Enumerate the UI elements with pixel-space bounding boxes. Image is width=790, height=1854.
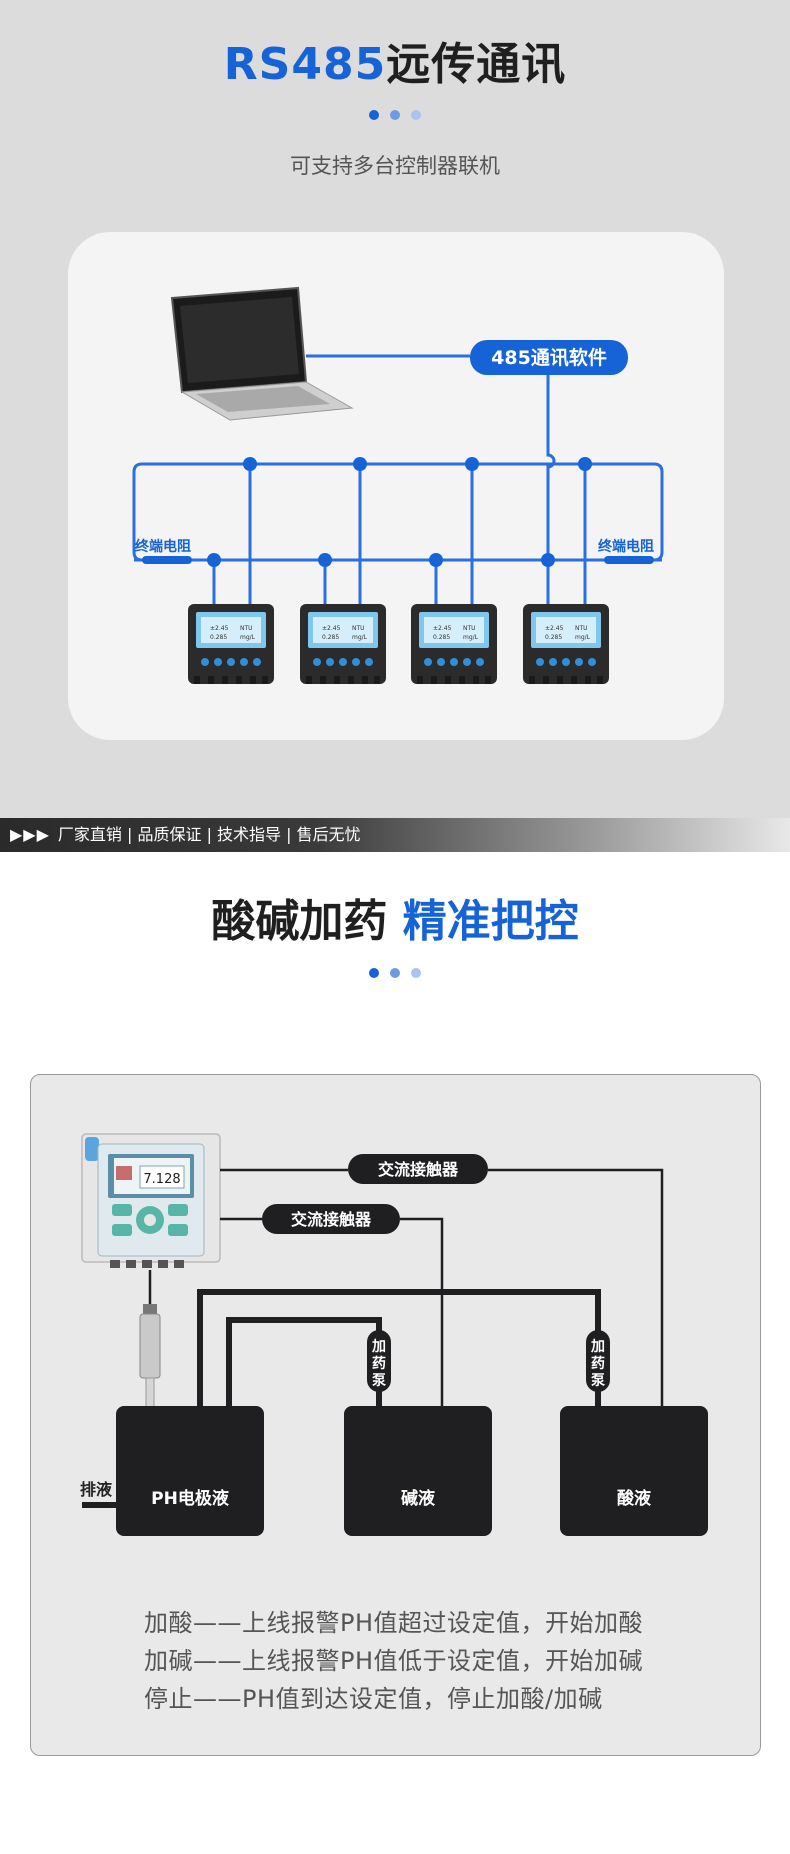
drain-label: 排液: [80, 1480, 113, 1499]
dot-2: [390, 968, 400, 978]
pump-right-label-2: 药: [591, 1355, 605, 1372]
svg-text:NTU: NTU: [352, 625, 365, 632]
rule-line-3: 停止——PH值到达设定值，停止加酸/加碱: [144, 1685, 603, 1713]
tank-ph: [116, 1406, 264, 1536]
svg-text:0.285: 0.285: [545, 634, 562, 641]
svg-text:±2.45: ±2.45: [545, 625, 564, 632]
svg-text:NTU: NTU: [240, 625, 253, 632]
svg-text:mg/L: mg/L: [240, 634, 256, 641]
contactor-top-label: 交流接触器: [378, 1160, 459, 1179]
contactor-mid-label: 交流接触器: [291, 1210, 372, 1229]
ph-controller: 7.128: [81, 1133, 221, 1268]
banner-arrows-icon: ▶▶▶: [10, 825, 50, 844]
svg-text:0.285: 0.285: [210, 634, 227, 641]
title-blue-part: 精准把控: [402, 896, 579, 947]
tank-ph-label: PH电极液: [151, 1488, 229, 1509]
pump-right-label: 加: [590, 1339, 605, 1355]
dot-3: [411, 110, 421, 120]
dot-3: [411, 968, 421, 978]
pump-left-label-2: 药: [372, 1355, 386, 1372]
dosing-diagram: 7.128 交流接触: [80, 1133, 708, 1536]
svg-text:±2.45: ±2.45: [322, 625, 341, 632]
title-dark-part: 远传通讯: [386, 39, 567, 90]
rs485-subtitle: 可支持多台控制器联机: [290, 154, 500, 178]
rule-line-2: 加碱——上线报警PH值低于设定值，开始加碱: [144, 1647, 644, 1675]
pager-dots: [0, 110, 790, 120]
meter-2: ±2.45 NTU 0.285 mg/L: [300, 604, 386, 684]
meter-1: ±2.45 NTU 0.285 mg/L: [188, 604, 274, 684]
dosing-title: 酸碱加药 精准把控: [0, 885, 790, 949]
svg-text:mg/L: mg/L: [463, 634, 479, 641]
pump-left-label-3: 泵: [372, 1373, 386, 1389]
pager-dots-2: [0, 968, 790, 978]
svg-text:0.285: 0.285: [322, 634, 339, 641]
tank-base-label: 碱液: [401, 1488, 435, 1509]
service-banner: ▶▶▶ 厂家直销 | 品质保证 | 技术指导 | 售后无忧: [0, 818, 790, 852]
pump-left: [367, 1330, 391, 1392]
software-label: 485通讯软件: [491, 346, 607, 369]
svg-text:mg/L: mg/L: [575, 634, 591, 641]
meter-4: ±2.45 NTU 0.285 mg/L: [523, 604, 609, 684]
svg-text:NTU: NTU: [463, 625, 476, 632]
contactor-mid-pill: [262, 1204, 400, 1234]
rs485-section: RS485远传通讯 可支持多台控制器联机 485通讯软件: [0, 0, 790, 818]
terminal-label-right: 终端电阻: [598, 538, 654, 555]
tank-acid-label: 酸液: [617, 1488, 651, 1509]
network-diagram: 485通讯软件 终端电阻 终端电阻: [132, 286, 664, 684]
svg-text:±2.45: ±2.45: [210, 625, 229, 632]
svg-text:mg/L: mg/L: [352, 634, 368, 641]
svg-text:0.285: 0.285: [433, 634, 450, 641]
banner-text: 厂家直销 | 品质保证 | 技术指导 | 售后无忧: [57, 825, 361, 844]
title-blue-part: RS485: [223, 39, 387, 90]
controller-value: 7.128: [143, 1172, 180, 1187]
title-dark-part: 酸碱加药: [211, 896, 388, 947]
dot-1: [369, 968, 379, 978]
contactor-top-pill: [348, 1154, 488, 1184]
pump-left-label: 加: [371, 1339, 386, 1355]
pump-right: [586, 1330, 610, 1392]
laptop-icon: [170, 286, 354, 421]
rs485-title: RS485远传通讯: [0, 28, 790, 92]
svg-text:NTU: NTU: [575, 625, 588, 632]
pump-right-label-3: 泵: [591, 1373, 605, 1389]
tank-base: [344, 1406, 492, 1536]
ph-probe: [139, 1304, 161, 1417]
software-pill: [470, 340, 628, 375]
dot-2: [390, 110, 400, 120]
meter-3: ±2.45 NTU 0.285 mg/L: [411, 604, 497, 684]
svg-text:±2.45: ±2.45: [433, 625, 452, 632]
rule-line-1: 加酸——上线报警PH值超过设定值，开始加酸: [144, 1609, 644, 1637]
tank-acid: [560, 1406, 708, 1536]
terminal-label-left: 终端电阻: [135, 538, 191, 555]
dot-1: [369, 110, 379, 120]
